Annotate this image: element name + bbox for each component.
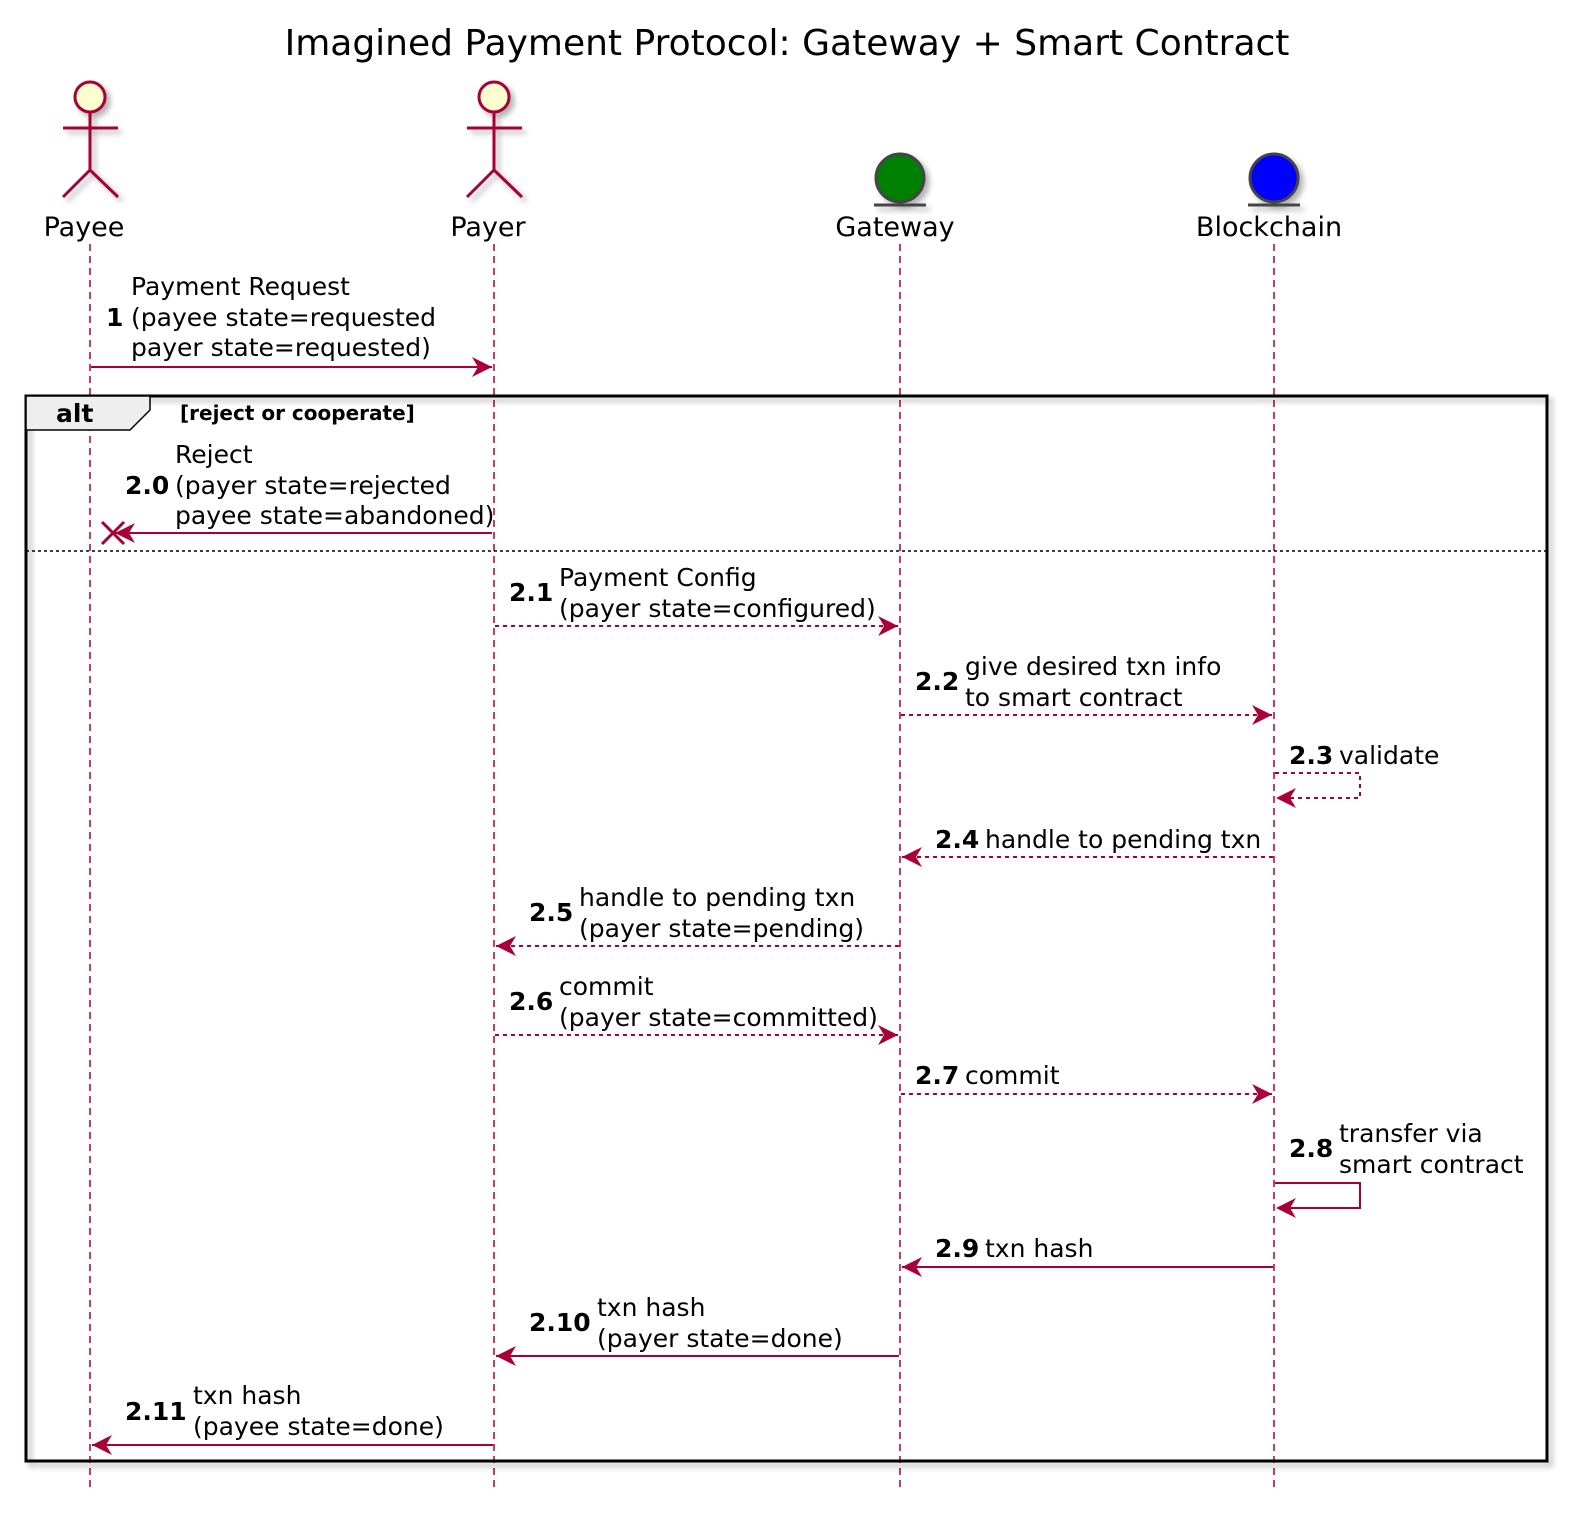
message-1-arrowhead (472, 357, 492, 377)
message-2-8-label-line-2: smart contract (1339, 1150, 1524, 1179)
message-2-5-arrowhead (496, 936, 516, 956)
message-2-3-number: 2.3 (1289, 741, 1333, 770)
message-2-6-number: 2.6 (509, 987, 553, 1016)
message-2-4-label-line-1: handle to pending txn (985, 825, 1261, 854)
message-2-9: 2.9 txn hash (902, 1234, 1273, 1277)
message-2-10-label-line-1: txn hash (597, 1293, 705, 1322)
message-2-6-arrowhead (878, 1025, 898, 1045)
message-2-3-arrowhead (1276, 788, 1296, 808)
message-2-10-number: 2.10 (529, 1308, 591, 1337)
participant-payee: Payee (44, 80, 125, 243)
message-1-label-line-2: (payee state=requested (131, 303, 436, 332)
message-2-10: 2.10 txn hash (payer state=done) (496, 1293, 899, 1366)
alt-frame-tab (25, 395, 151, 431)
alt-frame-guard: [reject or cooperate] (180, 401, 415, 425)
message-2-4-number: 2.4 (935, 825, 979, 854)
participant-payer: Payer (450, 80, 527, 243)
message-2-1-arrowhead (878, 616, 898, 636)
message-2-6: 2.6 commit (payer state=committed) (495, 972, 898, 1045)
actor-payee-icon (61, 80, 120, 199)
message-1-label-line-1: Payment Request (131, 272, 350, 301)
message-2-2-arrowhead (1252, 705, 1272, 725)
message-2-11-label-line-1: txn hash (193, 1381, 301, 1410)
message-2-0: 2.0 Reject (payer state=rejected payee s… (100, 440, 494, 546)
message-1-label-line-3: payer state=requested) (131, 333, 431, 362)
message-2-4-arrowhead (902, 847, 922, 867)
entity-gateway-icon (874, 152, 926, 207)
message-2-8-arrow (1275, 1182, 1361, 1209)
participant-blockchain: Blockchain (1196, 152, 1342, 243)
lifelines (89, 244, 1275, 1487)
message-2-1-number: 2.1 (509, 578, 553, 607)
message-2-7-number: 2.7 (915, 1061, 959, 1090)
message-2-5-label-line-1: handle to pending txn (579, 883, 855, 912)
message-2-6-label-line-2: (payer state=committed) (559, 1003, 878, 1032)
message-2-9-label-line-1: txn hash (985, 1234, 1093, 1263)
message-2-3: 2.3 validate (1275, 741, 1439, 808)
message-2-4: 2.4 handle to pending txn (902, 825, 1273, 867)
message-2-5: 2.5 handle to pending txn (payer state=p… (496, 883, 899, 956)
message-2-8-label-line-1: transfer via (1339, 1119, 1483, 1148)
diagram-title: Imagined Payment Protocol: Gateway + Sma… (285, 23, 1290, 64)
participant-blockchain-label: Blockchain (1196, 212, 1342, 243)
message-1-number: 1 (106, 303, 123, 332)
actor-payer-icon (465, 80, 524, 199)
message-2-0-label-line-1: Reject (175, 440, 253, 469)
participant-gateway: Gateway (835, 152, 955, 243)
participant-gateway-label: Gateway (835, 212, 954, 243)
participant-payer-label: Payer (450, 212, 526, 243)
messages: 1 Payment Request (payee state=requested… (91, 272, 1524, 1455)
message-2-5-number: 2.5 (529, 898, 573, 927)
message-2-0-number: 2.0 (125, 471, 169, 500)
message-2-10-arrowhead (496, 1346, 516, 1366)
message-2-7-label-line-1: commit (965, 1061, 1060, 1090)
message-2-8-arrowhead (1276, 1198, 1296, 1218)
message-2-2-label-line-1: give desired txn info (965, 652, 1221, 681)
message-2-0-arrowhead (115, 523, 135, 543)
message-2-3-arrow (1275, 772, 1361, 799)
message-2-0-label-line-2: (payer state=rejected (175, 471, 451, 500)
message-2-7-arrowhead (1252, 1084, 1272, 1104)
message-2-10-label-line-2: (payer state=done) (597, 1324, 843, 1353)
message-2-7: 2.7 commit (901, 1061, 1272, 1104)
message-2-9-number: 2.9 (935, 1234, 979, 1263)
message-2-11: 2.11 txn hash (payee state=done) (92, 1381, 493, 1455)
participant-payee-label: Payee (44, 212, 125, 243)
alt-frame-operator: alt (56, 399, 93, 428)
message-2-1: 2.1 Payment Config (payer state=configur… (495, 563, 898, 636)
message-2-1-label-line-1: Payment Config (559, 563, 757, 592)
message-2-2: 2.2 give desired txn info to smart contr… (901, 652, 1272, 725)
destroy-x-icon (100, 520, 126, 546)
message-2-6-label-line-1: commit (559, 972, 654, 1001)
alt-frame-border (24, 394, 1549, 1463)
message-2-2-label-line-2: to smart contract (965, 683, 1183, 712)
message-1: 1 Payment Request (payee state=requested… (91, 272, 492, 377)
message-2-2-number: 2.2 (915, 667, 959, 696)
message-2-9-arrowhead (902, 1257, 922, 1277)
message-2-5-label-line-2: (payer state=pending) (579, 914, 864, 943)
message-2-11-number: 2.11 (125, 1397, 187, 1426)
message-2-8: 2.8 transfer via smart contract (1275, 1119, 1524, 1218)
message-2-3-label-line-1: validate (1339, 741, 1439, 770)
message-2-11-label-line-2: (payee state=done) (193, 1412, 444, 1441)
alt-frame: alt [reject or cooperate] (24, 394, 1549, 1463)
message-2-0-label-line-3: payee state=abandoned) (175, 501, 494, 530)
message-2-1-label-line-2: (payer state=configured) (559, 594, 876, 623)
entity-blockchain-icon (1248, 152, 1300, 207)
message-2-8-number: 2.8 (1289, 1134, 1333, 1163)
message-2-11-arrowhead (92, 1435, 112, 1455)
